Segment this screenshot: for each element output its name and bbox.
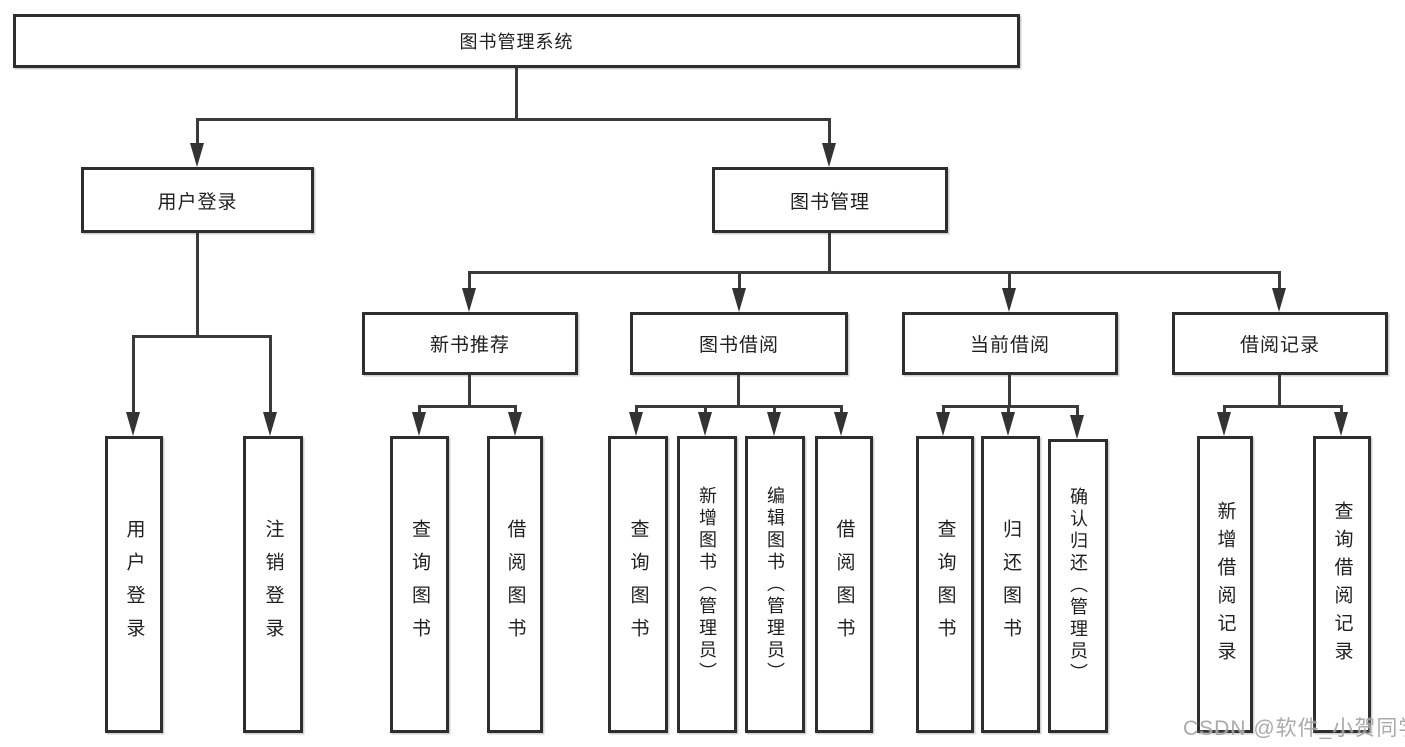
arrowhead (190, 143, 204, 167)
leaf-return-books: 归还图书 (981, 436, 1040, 733)
leaf-user-login: 用户登录 (105, 436, 163, 733)
node-label: 借阅图书 (504, 518, 526, 651)
node-current-borrowing: 当前借阅 (902, 312, 1118, 375)
arrowhead (1217, 412, 1231, 436)
node-label: 借阅记录 (1239, 335, 1320, 356)
node-label: 新书推荐 (429, 335, 510, 356)
leaf-logout: 注销登录 (243, 436, 303, 733)
connector-shaft (468, 271, 471, 291)
node-label: 图书借阅 (698, 335, 779, 356)
node-label: 确认归还（管理员） (1068, 487, 1088, 685)
connector-shaft (828, 118, 831, 148)
arrowhead (1002, 288, 1016, 312)
connector-new-book-bus (418, 405, 517, 408)
connector-borrow-records-bus (1223, 405, 1342, 408)
node-borrowing-records: 借阅记录 (1172, 312, 1388, 375)
node-label: 图书管理 (789, 191, 870, 213)
connector-shaft (1076, 405, 1079, 417)
leaf-confirm-return-admin: 确认归还（管理员） (1048, 439, 1108, 733)
connector-shaft (1008, 271, 1011, 291)
leaf-borrow-books-borrowing: 借阅图书 (815, 436, 873, 733)
connector-new-book-stem (468, 375, 471, 408)
node-label: 新增借阅记录 (1214, 500, 1236, 669)
arrowhead (732, 288, 746, 312)
node-book-management: 图书管理 (712, 167, 948, 233)
node-label: 新增图书（管理员） (697, 485, 717, 684)
connector-current-borrow-stem (1008, 375, 1011, 408)
node-book-borrowing: 图书借阅 (630, 312, 848, 375)
connector-current-borrow-bus (942, 405, 1079, 408)
arrowhead (629, 412, 643, 436)
node-user-login: 用户登录 (81, 167, 314, 233)
connector-shaft (635, 405, 638, 415)
node-label: 编辑图书（管理员） (765, 485, 785, 684)
connector-shaft (1340, 405, 1343, 415)
node-label: 注销登录 (262, 518, 284, 651)
arrowhead (834, 412, 848, 436)
connector-borrow-records-stem (1278, 375, 1281, 408)
connector-shaft (418, 405, 421, 415)
leaf-query-books-current: 查询图书 (916, 436, 974, 733)
connector-shaft (840, 405, 843, 415)
connector-root-stem (515, 68, 518, 118)
leaf-add-borrow-record: 新增借阅记录 (1197, 436, 1253, 733)
node-label: 查询图书 (409, 518, 430, 651)
node-label: 图书管理系统 (459, 32, 574, 52)
connector-shaft (1223, 405, 1226, 415)
connector-book-borrow-stem (737, 375, 740, 408)
connector-book-mgmt-stem (828, 233, 831, 271)
leaf-borrow-books-recommendation: 借阅图书 (487, 436, 543, 733)
connector-book-mgmt-bus (468, 271, 1281, 274)
arrowhead (1001, 412, 1015, 436)
node-new-book-recommendation: 新书推荐 (362, 312, 578, 375)
connector-user-login-bus (132, 335, 272, 338)
connector-root-bus (196, 118, 831, 121)
connector-shaft (942, 405, 945, 415)
leaf-query-books-recommendation: 查询图书 (390, 436, 449, 733)
connector-shaft (1278, 271, 1281, 291)
node-label: 查询图书 (934, 518, 956, 651)
node-label: 查询借阅记录 (1331, 500, 1353, 669)
node-label: 当前借阅 (969, 335, 1050, 356)
leaf-query-books-borrowing: 查询图书 (608, 436, 668, 733)
node-library-management-system: 图书管理系统 (13, 14, 1020, 68)
connector-shaft (514, 405, 517, 415)
arrowhead (263, 412, 277, 436)
connector-shaft (196, 118, 199, 148)
leaf-add-books-admin: 新增图书（管理员） (677, 436, 737, 733)
arrowhead (508, 412, 522, 436)
arrowhead (462, 288, 476, 312)
node-label: 用户登录 (123, 518, 145, 651)
connector-shaft (738, 271, 741, 291)
connector-shaft (704, 405, 707, 415)
connector-shaft (132, 335, 135, 415)
connector-book-borrow-bus (635, 405, 843, 408)
node-label: 查询图书 (627, 518, 649, 651)
arrowhead (1272, 288, 1286, 312)
leaf-edit-books-admin: 编辑图书（管理员） (745, 436, 805, 733)
node-label: 借阅图书 (833, 518, 855, 651)
node-label: 用户登录 (157, 191, 238, 213)
node-label: 归还图书 (1000, 518, 1021, 651)
arrowhead (698, 412, 712, 436)
arrowhead (126, 412, 140, 436)
arrowhead (1334, 412, 1348, 436)
connector-shaft (1007, 405, 1010, 415)
arrowhead (822, 143, 836, 167)
arrowhead (412, 412, 426, 436)
arrowhead (1070, 415, 1084, 439)
arrowhead (936, 412, 950, 436)
leaf-query-borrow-record: 查询借阅记录 (1313, 436, 1371, 733)
connector-user-login-stem (196, 233, 199, 335)
arrowhead (767, 412, 781, 436)
csdn-watermark: CSDN @软件_小贺同学 (1183, 717, 1405, 740)
connector-shaft (773, 405, 776, 415)
connector-shaft (269, 335, 272, 415)
